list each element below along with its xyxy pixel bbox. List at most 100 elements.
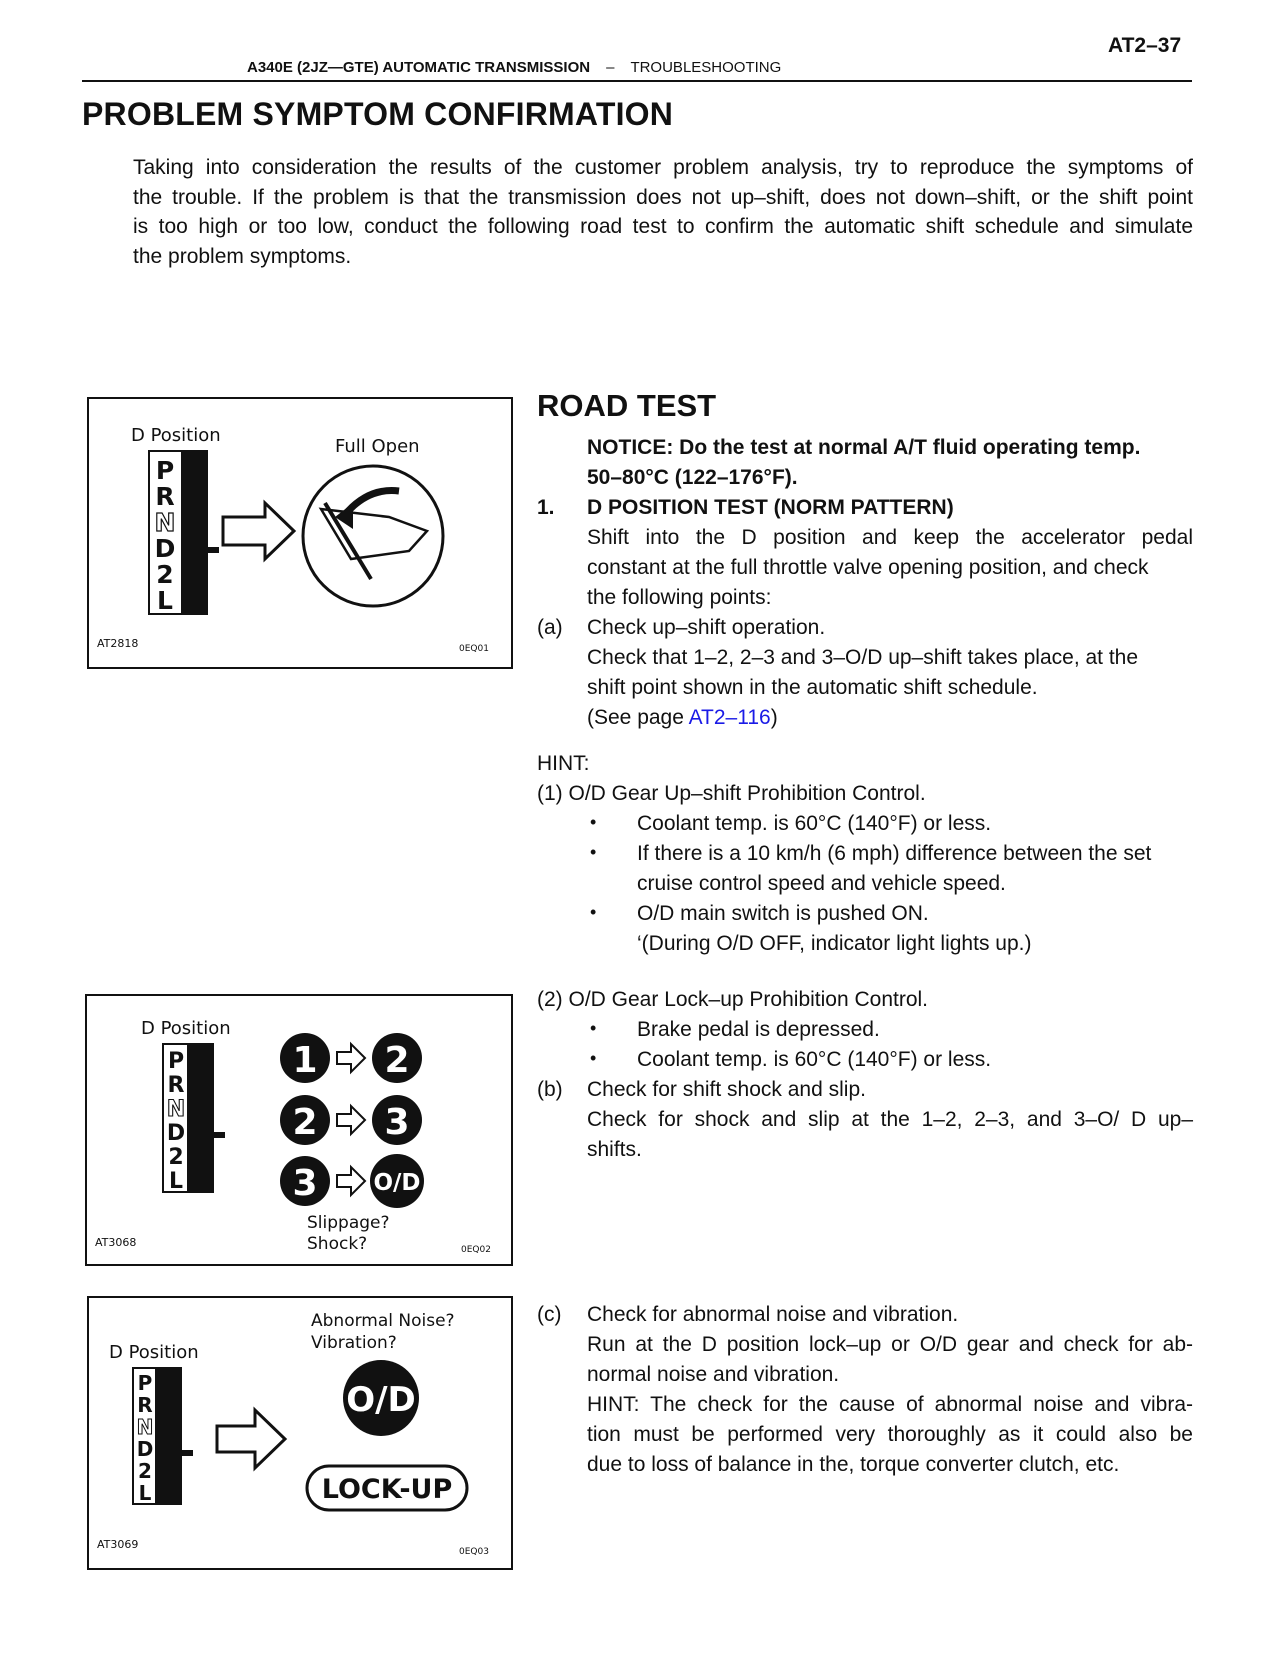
substep-text: Check that 1–2, 2–3 and 3–O/D up–shift t… xyxy=(587,646,1139,669)
gear-letter-r: R xyxy=(168,1073,185,1098)
hint-bullet-text: Coolant temp. is 60°C (140°F) or less. xyxy=(637,1048,992,1071)
pedal-icon xyxy=(323,501,373,581)
substep-label: (b) xyxy=(537,1078,563,1101)
gear-letter-n: N xyxy=(167,1097,185,1122)
header-rule xyxy=(82,80,1192,82)
gear-letter-p: P xyxy=(156,456,174,485)
see-page-suffix: ) xyxy=(770,706,778,729)
gear-1-icon xyxy=(280,1033,330,1083)
shift-arrow-icon xyxy=(336,1103,367,1137)
notice-line: NOTICE: Do the test at normal A/T fluid … xyxy=(587,436,1141,459)
header-subsection: TROUBLESHOOTING xyxy=(630,59,782,76)
figure-label-shock: Shock? xyxy=(307,1234,367,1254)
step-text: Shift into the D position and keep the a… xyxy=(587,526,1193,549)
gear-letter-2: 2 xyxy=(168,1145,183,1170)
page-number: AT2–37 xyxy=(1108,34,1182,57)
hint-bullet-text: Coolant temp. is 60°C (140°F) or less. xyxy=(637,812,992,835)
substep-label: (c) xyxy=(537,1303,562,1326)
overdrive-icon xyxy=(343,1360,419,1436)
intro-line: Taking into consideration the results of… xyxy=(133,156,1193,179)
figure-code-right: 0EQ03 xyxy=(459,1547,489,1557)
shift-indicator xyxy=(213,1132,225,1138)
lockup-label: LOCK-UP xyxy=(322,1474,453,1505)
figure-code-left: AT3069 xyxy=(97,1538,138,1551)
shift-indicator xyxy=(207,547,219,553)
running-header: A340E (2JZ—GTE) AUTOMATIC TRANSMISSION–T… xyxy=(247,59,781,76)
figure-code-left: AT3068 xyxy=(95,1236,136,1249)
hint-bullet-text: O/D main switch is pushed ON. xyxy=(637,902,929,925)
step-text: constant at the full throttle valve open… xyxy=(587,556,1149,579)
gear-letter-l: L xyxy=(169,1169,183,1194)
hint-item-title: (1) O/D Gear Up–shift Prohibition Contro… xyxy=(537,782,926,805)
gear-letter-n: N xyxy=(137,1415,154,1439)
bullet: • xyxy=(590,1018,597,1038)
substep-label: (a) xyxy=(537,616,563,639)
figure-label-full-open: Full Open xyxy=(335,436,420,457)
figure-noise-vibration: Abnormal Noise? Vibration? D Position P … xyxy=(87,1296,513,1570)
lockup-badge xyxy=(305,1464,469,1512)
substep-title: Check for abnormal noise and vibration. xyxy=(587,1303,959,1326)
bullet: • xyxy=(590,812,597,832)
see-page-reference: (See page AT2–116) xyxy=(587,703,778,733)
right-arrow-icon xyxy=(215,1406,288,1472)
gear-letter-r: R xyxy=(155,482,174,511)
step-number: 1. xyxy=(537,496,555,519)
gear-letter-l: L xyxy=(157,586,173,615)
page-link[interactable]: AT2–116 xyxy=(688,706,771,729)
substep-text: Run at the D position lock–up or O/D gea… xyxy=(587,1333,1193,1356)
arrowhead-icon xyxy=(335,503,353,529)
shift-gate-bar xyxy=(187,1044,213,1192)
gear-2-label: 2 xyxy=(292,1102,317,1143)
overdrive-label: O/D xyxy=(373,1170,420,1196)
substep-text: shifts. xyxy=(587,1138,642,1161)
hint-bullet-text: ‘(During O/D OFF, indicator light lights… xyxy=(637,932,1032,955)
gear-2-icon xyxy=(280,1095,330,1145)
gear-3-icon xyxy=(372,1095,422,1145)
figure-code-left: AT2818 xyxy=(97,637,138,650)
step-text: the following points: xyxy=(587,586,772,609)
intro-line: is too high or too low, conduct the foll… xyxy=(133,215,1193,238)
figure-full-throttle: D Position Full Open P R N D 2 L AT2818 … xyxy=(87,397,513,669)
step-title: D POSITION TEST (NORM PATTERN) xyxy=(587,496,954,519)
shift-arrow-icon xyxy=(336,1041,367,1075)
gear-3-icon xyxy=(280,1156,330,1206)
figure-label-vibration: Vibration? xyxy=(311,1333,397,1353)
figure-code-right: 0EQ01 xyxy=(459,644,489,654)
gear-letter-r: R xyxy=(137,1393,152,1417)
intro-line: the problem symptoms. xyxy=(133,244,352,268)
figure-upshift-check: D Position P R N D 2 L 1 2 2 3 3 O/D Sli… xyxy=(85,994,513,1266)
substep-text: normal noise and vibration. xyxy=(587,1363,840,1386)
gear-letter-d: D xyxy=(137,1437,154,1461)
overdrive-label: O/D xyxy=(346,1380,416,1420)
substep-text: Check for shock and slip at the 1–2, 2–3… xyxy=(587,1108,1193,1131)
figure-label-slippage: Slippage? xyxy=(307,1213,390,1233)
figure-code-right: 0EQ02 xyxy=(461,1245,491,1255)
figure-label-d-position: D Position xyxy=(109,1342,199,1363)
figure-upshift-check-drawing: D Position P R N D 2 L 1 2 2 3 3 O/D Sli… xyxy=(95,1018,491,1255)
notice-line: 50–80°C (122–176°F). xyxy=(587,466,798,489)
substep-title: Check up–shift operation. xyxy=(587,616,826,639)
road-test-heading: ROAD TEST xyxy=(537,388,717,423)
shift-indicator xyxy=(181,1450,193,1456)
substep-title: Check for shift shock and slip. xyxy=(587,1078,866,1101)
overdrive-icon xyxy=(370,1154,424,1208)
gear-1-label: 1 xyxy=(292,1040,317,1081)
hint-bullet-text: cruise control speed and vehicle speed. xyxy=(637,872,1006,895)
gear-letter-p: P xyxy=(168,1049,184,1074)
gear-3-label: 3 xyxy=(384,1102,409,1143)
gear-letter-2: 2 xyxy=(156,560,173,589)
gear-letter-l: L xyxy=(139,1481,152,1505)
gear-2-label: 2 xyxy=(384,1040,409,1081)
header-section: A340E (2JZ—GTE) AUTOMATIC TRANSMISSION xyxy=(247,59,591,76)
hint-label: HINT: xyxy=(537,752,590,775)
substep-text: shift point shown in the automatic shift… xyxy=(587,676,1038,699)
gear-letter-p: P xyxy=(138,1371,153,1395)
right-arrow-icon xyxy=(221,499,297,563)
hint-bullet-text: Brake pedal is depressed. xyxy=(637,1018,880,1041)
figure-label-abnormal-noise: Abnormal Noise? xyxy=(311,1311,455,1331)
see-page-prefix: (See page xyxy=(587,706,689,729)
page-title: PROBLEM SYMPTOM CONFIRMATION xyxy=(82,96,674,132)
shift-gate-bar xyxy=(155,1368,181,1504)
intro-line: the trouble. If the problem is that the … xyxy=(133,185,1193,209)
shift-arrow-icon xyxy=(336,1164,367,1198)
